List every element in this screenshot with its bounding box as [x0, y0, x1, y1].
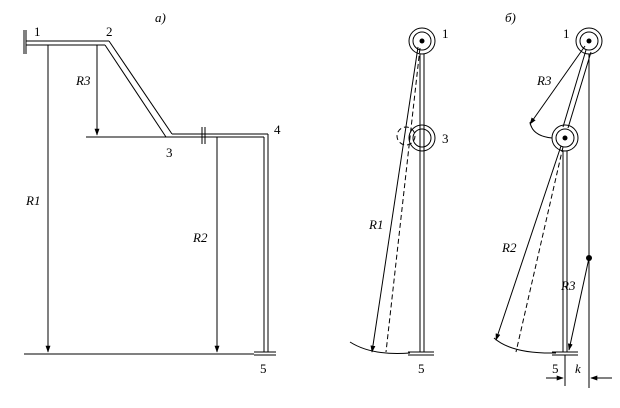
panel-b-title: б) [505, 10, 516, 25]
dim-r3-lower-arrow [567, 257, 590, 351]
dim-r3-lower-label: R3 [560, 278, 576, 293]
swing-arc [493, 337, 557, 354]
pulley-node-3 [408, 124, 436, 152]
dim-r2-label: R2 [501, 240, 517, 255]
dashed-radius [385, 47, 421, 353]
pulley-node-1 [408, 27, 436, 55]
pipe-2-3 [108, 40, 173, 135]
dim-r2-label: R2 [192, 230, 208, 245]
panel-a: а) 1 2 3 4 5 R3 R1 R2 [23, 10, 281, 376]
node-2-label: 2 [106, 24, 113, 39]
dim-r1-label: R1 [368, 217, 383, 232]
small-arc [529, 121, 553, 139]
node-1-label: 1 [34, 24, 41, 39]
dashed-radius [515, 146, 564, 353]
node-3-label: 3 [166, 145, 173, 160]
node-3-label: 3 [442, 131, 449, 146]
node-5-label: 5 [418, 361, 425, 376]
dim-r2-arrow [495, 145, 562, 341]
dim-r1-label: R1 [25, 193, 40, 208]
panel-middle: 1 3 5 R1 [349, 26, 449, 376]
panel-b: б) 1 R3 R2 R3 5 k [493, 10, 612, 388]
panel-a-title: а) [155, 10, 166, 25]
dim-r1-arrow [370, 46, 419, 353]
node-4-label: 4 [274, 122, 281, 137]
dim-r3-label: R3 [75, 73, 91, 88]
node-1-label: 1 [563, 26, 570, 41]
dim-r3-upper-arrow [529, 45, 586, 125]
node-1-label: 1 [442, 26, 449, 41]
dim-r3-upper-label: R3 [536, 73, 552, 88]
dim-5-label: 5 [552, 361, 559, 376]
inclined-member [562, 49, 587, 128]
dim-k-label: k [575, 361, 581, 376]
swing-arc [349, 341, 411, 354]
node-5-label: 5 [260, 361, 267, 376]
